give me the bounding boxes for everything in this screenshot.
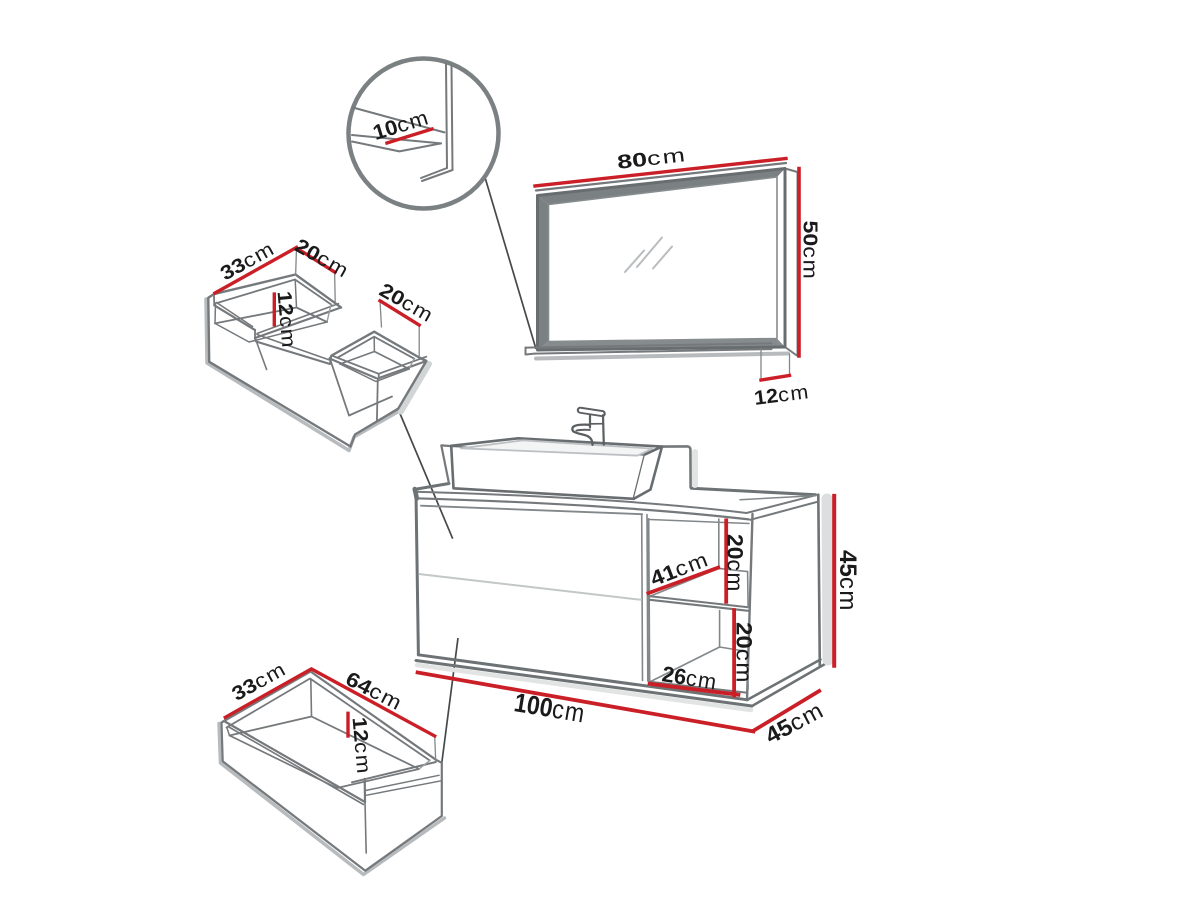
svg-text:20cm: 20cm: [375, 279, 437, 327]
svg-text:12cm: 12cm: [753, 381, 811, 410]
svg-text:12cm: 12cm: [348, 716, 375, 776]
svg-text:45cm: 45cm: [834, 550, 861, 612]
svg-text:20cm: 20cm: [291, 235, 353, 283]
svg-text:33cm: 33cm: [217, 237, 279, 285]
svg-text:64cm: 64cm: [342, 667, 407, 715]
svg-text:20cm: 20cm: [723, 534, 748, 593]
svg-text:26cm: 26cm: [660, 661, 719, 694]
svg-text:100cm: 100cm: [512, 687, 588, 728]
svg-text:50cm: 50cm: [799, 221, 822, 281]
svg-text:20cm: 20cm: [732, 622, 757, 684]
svg-text:12cm: 12cm: [273, 290, 300, 350]
